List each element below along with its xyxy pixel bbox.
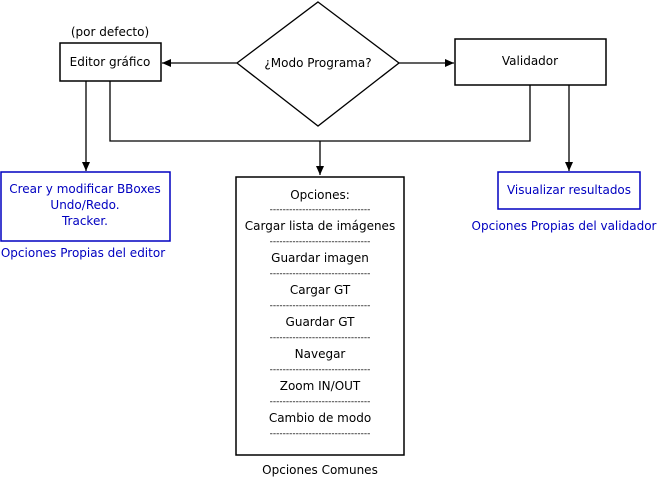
editor-box (59, 42, 162, 82)
common-options-separator: ------------------------------- (270, 333, 371, 343)
decision-label: ¿Modo Programa? (264, 56, 371, 70)
common-options-separator: ------------------------------- (270, 429, 371, 439)
common-options-separator: ------------------------------- (270, 237, 371, 247)
common-options-box (235, 176, 405, 456)
common-options-separator: ------------------------------- (270, 365, 371, 375)
common-option-item: Cargar GT (290, 283, 351, 297)
common-options-separator: ------------------------------- (270, 397, 371, 407)
common-options-title: Opciones: (290, 188, 350, 202)
common-options-separator: ------------------------------- (270, 205, 371, 215)
common-option-item: Guardar imagen (271, 251, 369, 265)
common-option-item: Zoom IN/OUT (280, 379, 361, 393)
validator-options-caption: Opciones Propias del validador (472, 219, 657, 233)
validator-label: Validador (502, 54, 558, 68)
validator-option-label: Visualizar resultados (507, 183, 631, 197)
common-options-list: ------------------------------- Cargar li… (245, 205, 395, 439)
editor-options-box (0, 171, 171, 242)
decision-diamond (235, 1, 401, 127)
editor-options-caption: Opciones Propias del editor (1, 246, 165, 260)
validator-options-box (497, 171, 641, 210)
common-options-separator: ------------------------------- (270, 301, 371, 311)
editor-label: Editor gráfico (70, 55, 151, 69)
common-option-item: Cambio de modo (269, 411, 371, 425)
editor-option-3: Tracker. (61, 214, 108, 228)
common-option-item: Cargar lista de imágenes (245, 219, 395, 233)
validator-box (454, 38, 607, 86)
editor-option-2: Undo/Redo. (50, 198, 119, 212)
common-option-item: Guardar GT (286, 315, 356, 329)
common-options-caption: Opciones Comunes (262, 463, 378, 477)
editor-option-1: Crear y modificar BBoxes (9, 182, 161, 196)
common-option-item: Navegar (295, 347, 346, 361)
common-options-separator: ------------------------------- (270, 269, 371, 279)
editor-default-note: (por defecto) (71, 25, 149, 39)
